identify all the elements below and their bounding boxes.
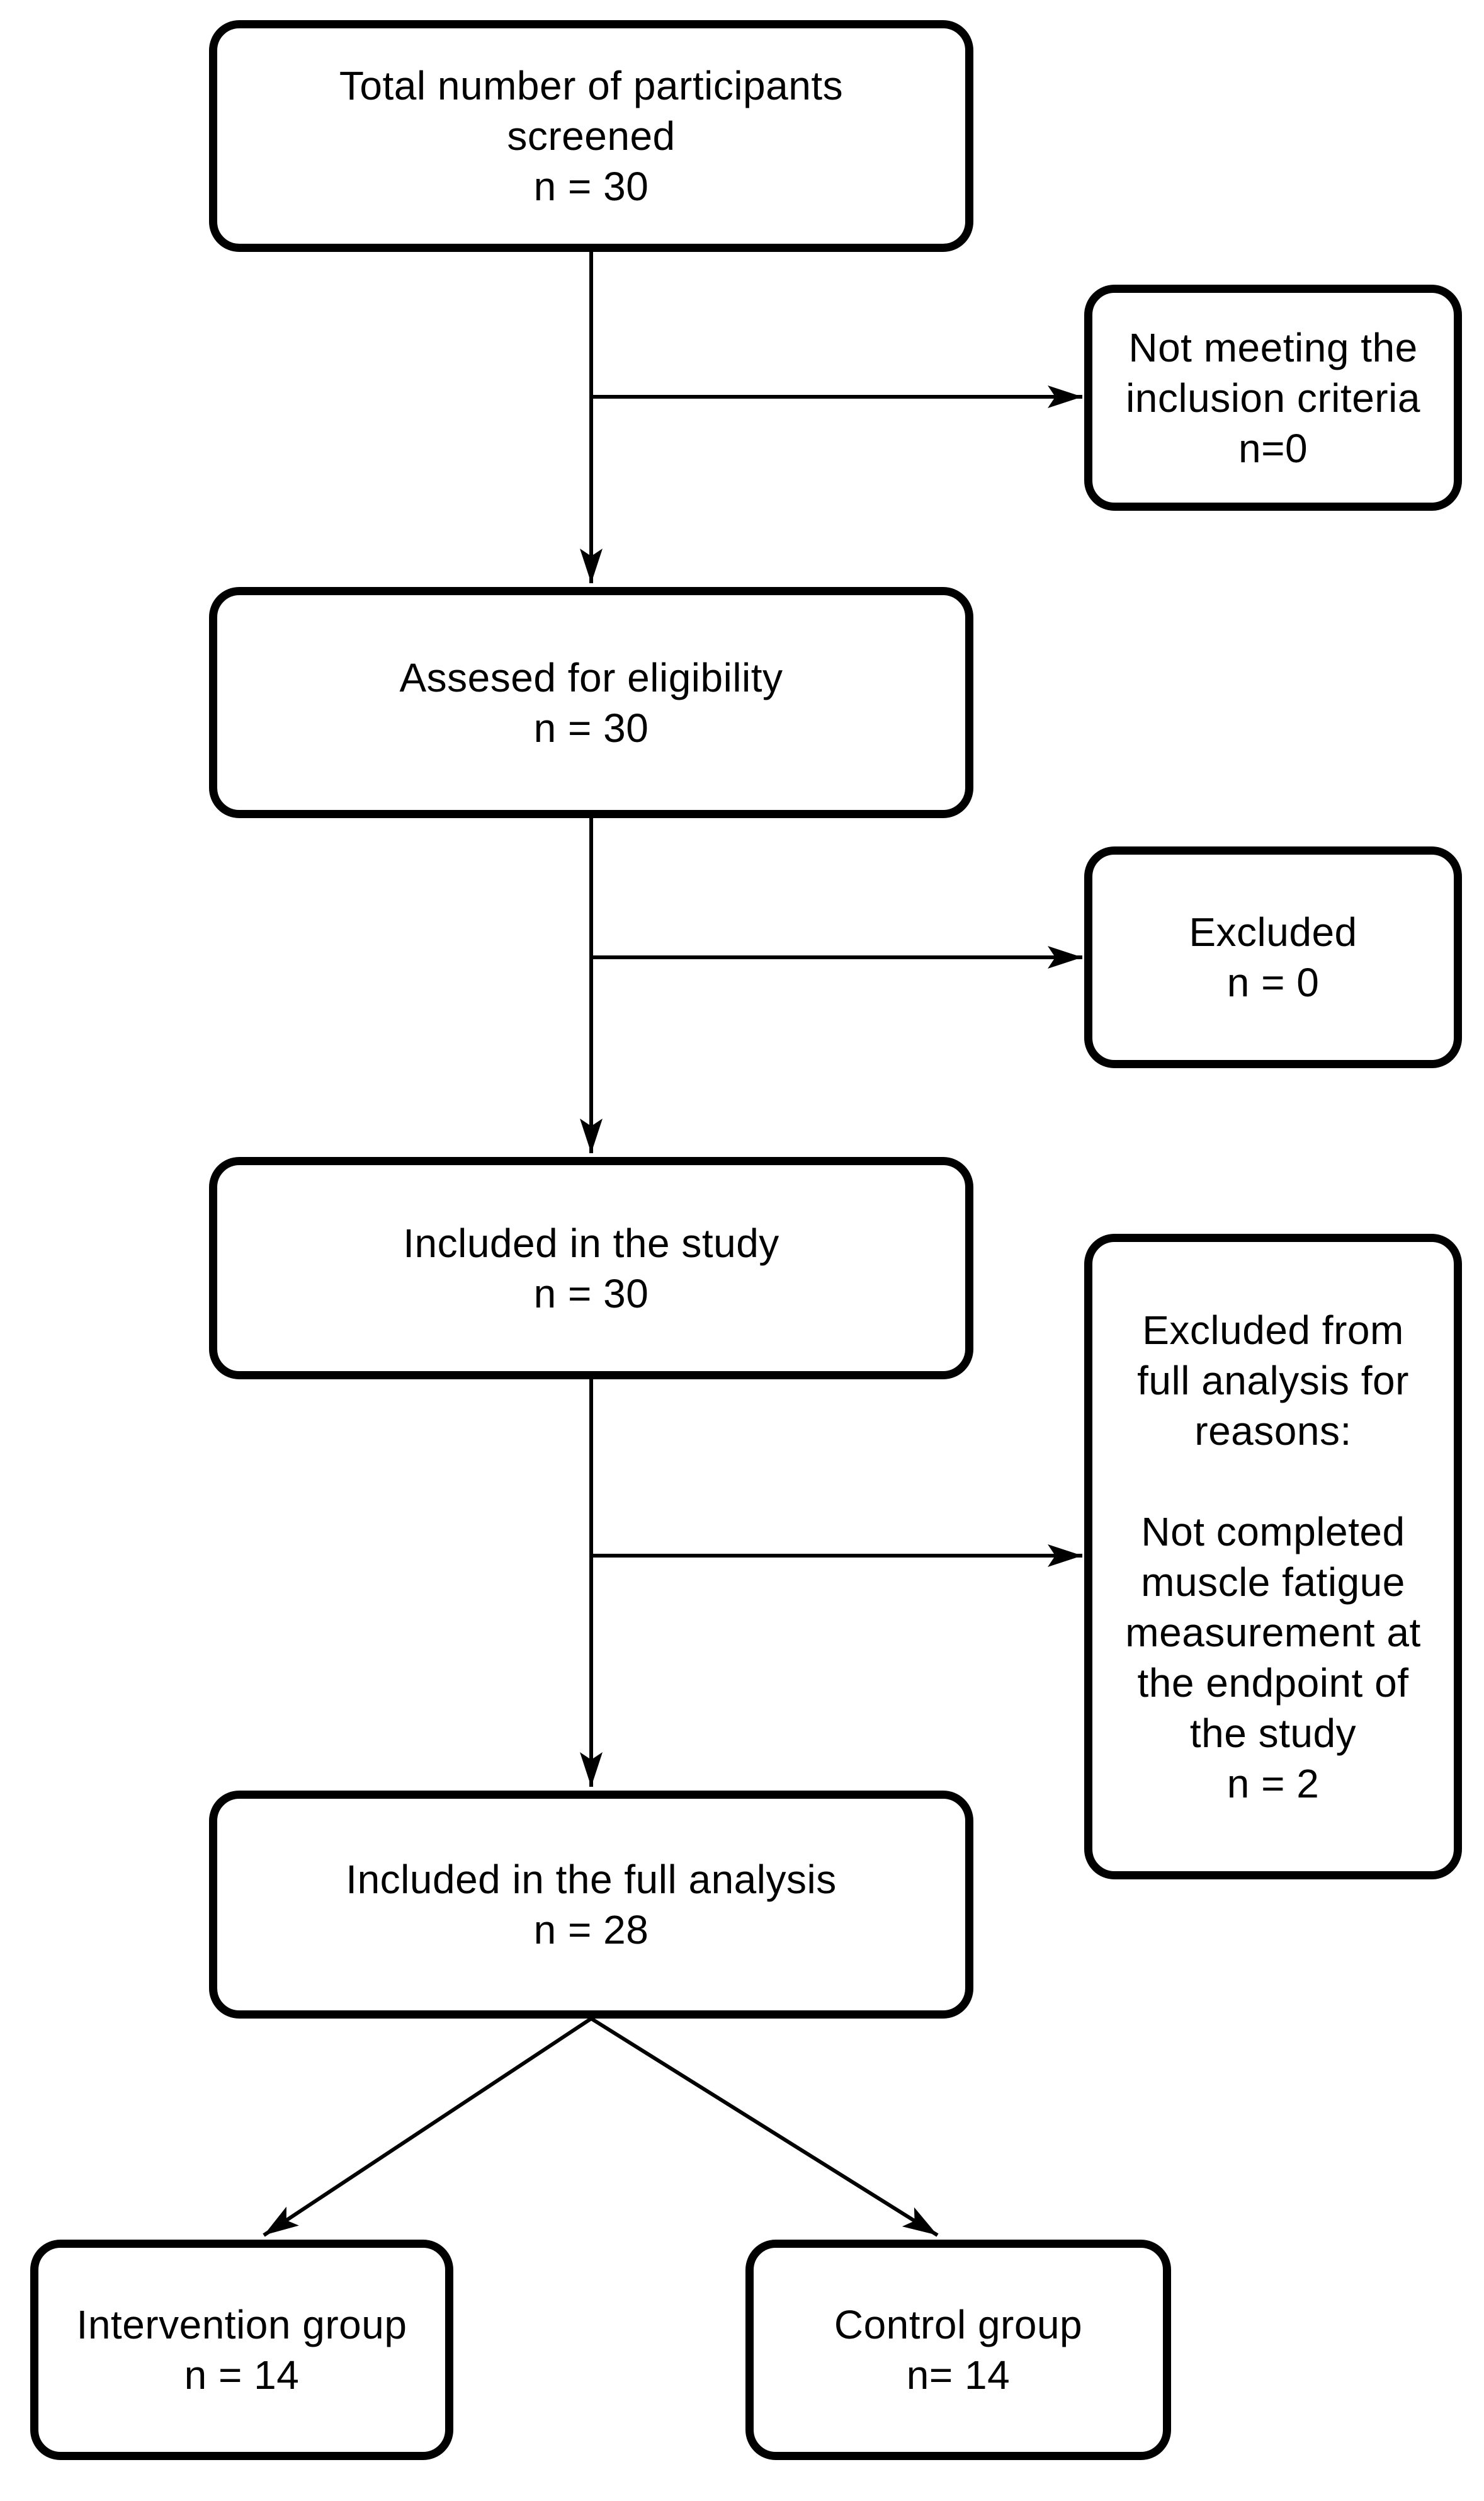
box-text-line: n = 28 <box>533 1907 649 1952</box>
arrow-full-analysis-to-intervention <box>263 2017 592 2237</box>
box-text-line <box>1267 1456 1279 1507</box>
box-text-line: Included in the study <box>403 1220 779 1266</box>
arrow-full-analysis-to-control <box>590 2017 939 2237</box>
box-text-line: n = 30 <box>533 705 649 751</box>
box-excluded: Excluded n = 0 <box>1084 846 1462 1068</box>
box-total-screened: Total number of participants screened n = … <box>209 20 973 252</box>
box-text-line: the study <box>1189 1710 1357 1756</box>
box-text-line: n = 30 <box>533 1270 649 1316</box>
box-text-line: reasons: <box>1194 1408 1352 1454</box>
box-text-line: Total number of participants <box>339 63 844 108</box>
box-text-line: n = 30 <box>533 164 649 209</box>
box-intervention-group: Intervention group n = 14 <box>30 2240 453 2460</box>
box-text-line: n = 2 <box>1226 1760 1320 1806</box>
box-text-line: Control group <box>834 2302 1083 2347</box>
box-text-line: n = 14 <box>184 2352 300 2398</box>
box-text-line: full analysis for <box>1137 1357 1409 1403</box>
box-text-line: n=0 <box>1238 425 1308 471</box>
box-text-line: muscle fatigue <box>1141 1559 1405 1605</box>
box-text-line: inclusion criteria <box>1126 375 1420 421</box>
box-text-line: Included in the full analysis <box>346 1857 837 1902</box>
box-control-group: Control group n= 14 <box>745 2240 1171 2460</box>
box-text-line: Not completed <box>1141 1508 1405 1554</box>
box-text-line: the endpoint of <box>1137 1660 1409 1706</box>
box-text-line: Not meeting the <box>1128 324 1418 370</box>
box-text-line: Excluded from <box>1142 1307 1404 1353</box>
box-text-line: Excluded <box>1189 909 1357 955</box>
box-text-line: n= 14 <box>906 2352 1011 2398</box>
box-text-line: screened <box>507 113 676 159</box>
box-assessed-for-eligibility: Assesed for eligibility n = 30 <box>209 587 973 818</box>
box-text-line: n = 0 <box>1226 960 1320 1005</box>
box-text-line: Assesed for eligibility <box>399 654 783 700</box>
box-text-line: Intervention group <box>76 2302 407 2347</box>
box-included-in-full-analysis: Included in the full analysis n = 28 <box>209 1791 973 2019</box>
box-text-line: measurement at <box>1125 1609 1421 1655</box>
